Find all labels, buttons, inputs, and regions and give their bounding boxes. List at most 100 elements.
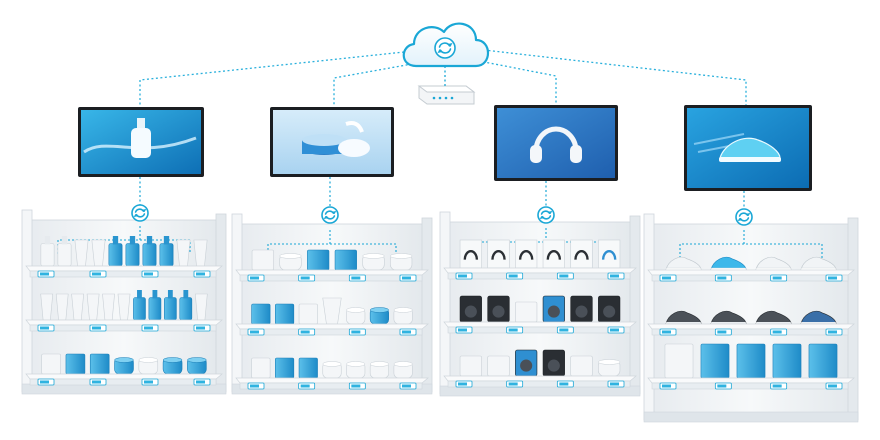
label-display — [508, 328, 518, 332]
shelf-base — [21, 383, 227, 395]
product-tube — [55, 293, 69, 321]
label-display — [92, 326, 101, 330]
jar-lid — [390, 253, 413, 259]
shelf-base — [643, 411, 859, 423]
digital-signage-screen-skincare — [270, 107, 394, 177]
bottle-cap — [146, 236, 153, 245]
shelf-edge-strip — [651, 328, 849, 336]
label-display — [351, 276, 361, 280]
shelf-row-3 — [25, 353, 223, 386]
label-display — [828, 330, 837, 334]
jar-lid — [322, 361, 342, 367]
product-bottle — [179, 297, 193, 321]
shelf-unit-footwear — [643, 105, 859, 423]
product-sneaker — [800, 256, 837, 271]
product-tube — [102, 293, 115, 321]
speaker-cone — [547, 359, 560, 372]
label-display — [559, 382, 569, 386]
shelf-post-left — [231, 213, 243, 393]
hub-link-4 — [483, 49, 747, 106]
jar-lid — [362, 253, 385, 259]
product-box — [334, 249, 357, 271]
product-headphone-box — [598, 239, 621, 269]
label-display — [610, 382, 619, 386]
product-box — [459, 355, 482, 377]
label-display — [610, 328, 619, 332]
product-tube — [40, 293, 54, 321]
cloud-sync-icon — [402, 22, 490, 68]
label-display — [828, 384, 837, 388]
shelf-edge-strip — [651, 382, 849, 390]
product-sneaker — [665, 256, 702, 271]
bottle-cap — [163, 236, 170, 245]
shelf-board — [235, 269, 429, 276]
shelf-edge-strip — [29, 270, 217, 278]
gateway-box — [417, 66, 476, 105]
label-display — [196, 380, 205, 384]
shelf-row-2 — [647, 310, 855, 336]
label-display — [300, 276, 310, 280]
product-tube — [176, 239, 191, 267]
product-box — [65, 353, 86, 375]
ear-cup-left — [530, 145, 542, 163]
product-box — [570, 355, 593, 377]
label-display — [772, 384, 782, 388]
label-display — [662, 330, 671, 334]
product-box — [487, 355, 510, 377]
headphone-icon — [463, 250, 479, 260]
label-display — [144, 272, 153, 276]
shelf-base — [439, 385, 641, 397]
shelf-board — [235, 377, 429, 384]
shelf-board — [235, 323, 429, 330]
product-tube — [71, 293, 84, 321]
product-box — [89, 353, 110, 375]
sync-icon — [537, 206, 555, 224]
connection-lines — [139, 49, 747, 106]
bottle-cap — [112, 236, 119, 245]
screen-display — [497, 108, 615, 178]
product-headphone-box — [570, 239, 593, 269]
jar-top — [302, 134, 346, 146]
product-bottle — [133, 297, 146, 321]
label-display — [300, 330, 310, 334]
label-display — [144, 326, 153, 330]
shelf-post-right — [421, 217, 433, 393]
product-headphone-box — [515, 239, 538, 269]
shelf-row-3 — [647, 343, 855, 390]
label-display — [402, 276, 411, 280]
shelf-edge-strip — [29, 324, 217, 332]
shelf-board — [25, 373, 223, 380]
label-display — [717, 384, 727, 388]
product-sneaker-dark — [710, 310, 747, 325]
shelf-edge-strip — [239, 382, 423, 390]
label-display — [40, 326, 49, 330]
jar-lid — [187, 357, 207, 363]
shelf-board — [25, 265, 223, 272]
label-display — [717, 276, 727, 280]
label-display — [559, 328, 569, 332]
shelf-edge-strip — [239, 274, 423, 282]
headband — [533, 126, 579, 152]
headphone-icon — [518, 250, 534, 260]
shelf-unit-audio — [439, 105, 641, 397]
digital-signage-screen-footwear — [684, 105, 812, 191]
label-display — [662, 276, 671, 280]
bottle-cap — [183, 290, 189, 299]
product-tube — [193, 239, 208, 267]
cream-lid — [345, 121, 364, 133]
bottle-body — [131, 128, 151, 158]
product-tube — [117, 293, 131, 321]
product-box — [41, 353, 61, 375]
product-bottle — [159, 243, 174, 267]
product-box — [664, 343, 694, 379]
label-display — [772, 330, 782, 334]
shelf-row-2 — [235, 297, 429, 336]
shelf-edge-strip — [29, 378, 217, 386]
label-display — [458, 274, 467, 278]
product-bottle — [125, 243, 140, 267]
label-display — [250, 330, 259, 334]
jar-lid — [393, 361, 413, 367]
label-display — [92, 272, 101, 276]
speaker-cone — [603, 305, 616, 318]
label-display — [458, 328, 467, 332]
